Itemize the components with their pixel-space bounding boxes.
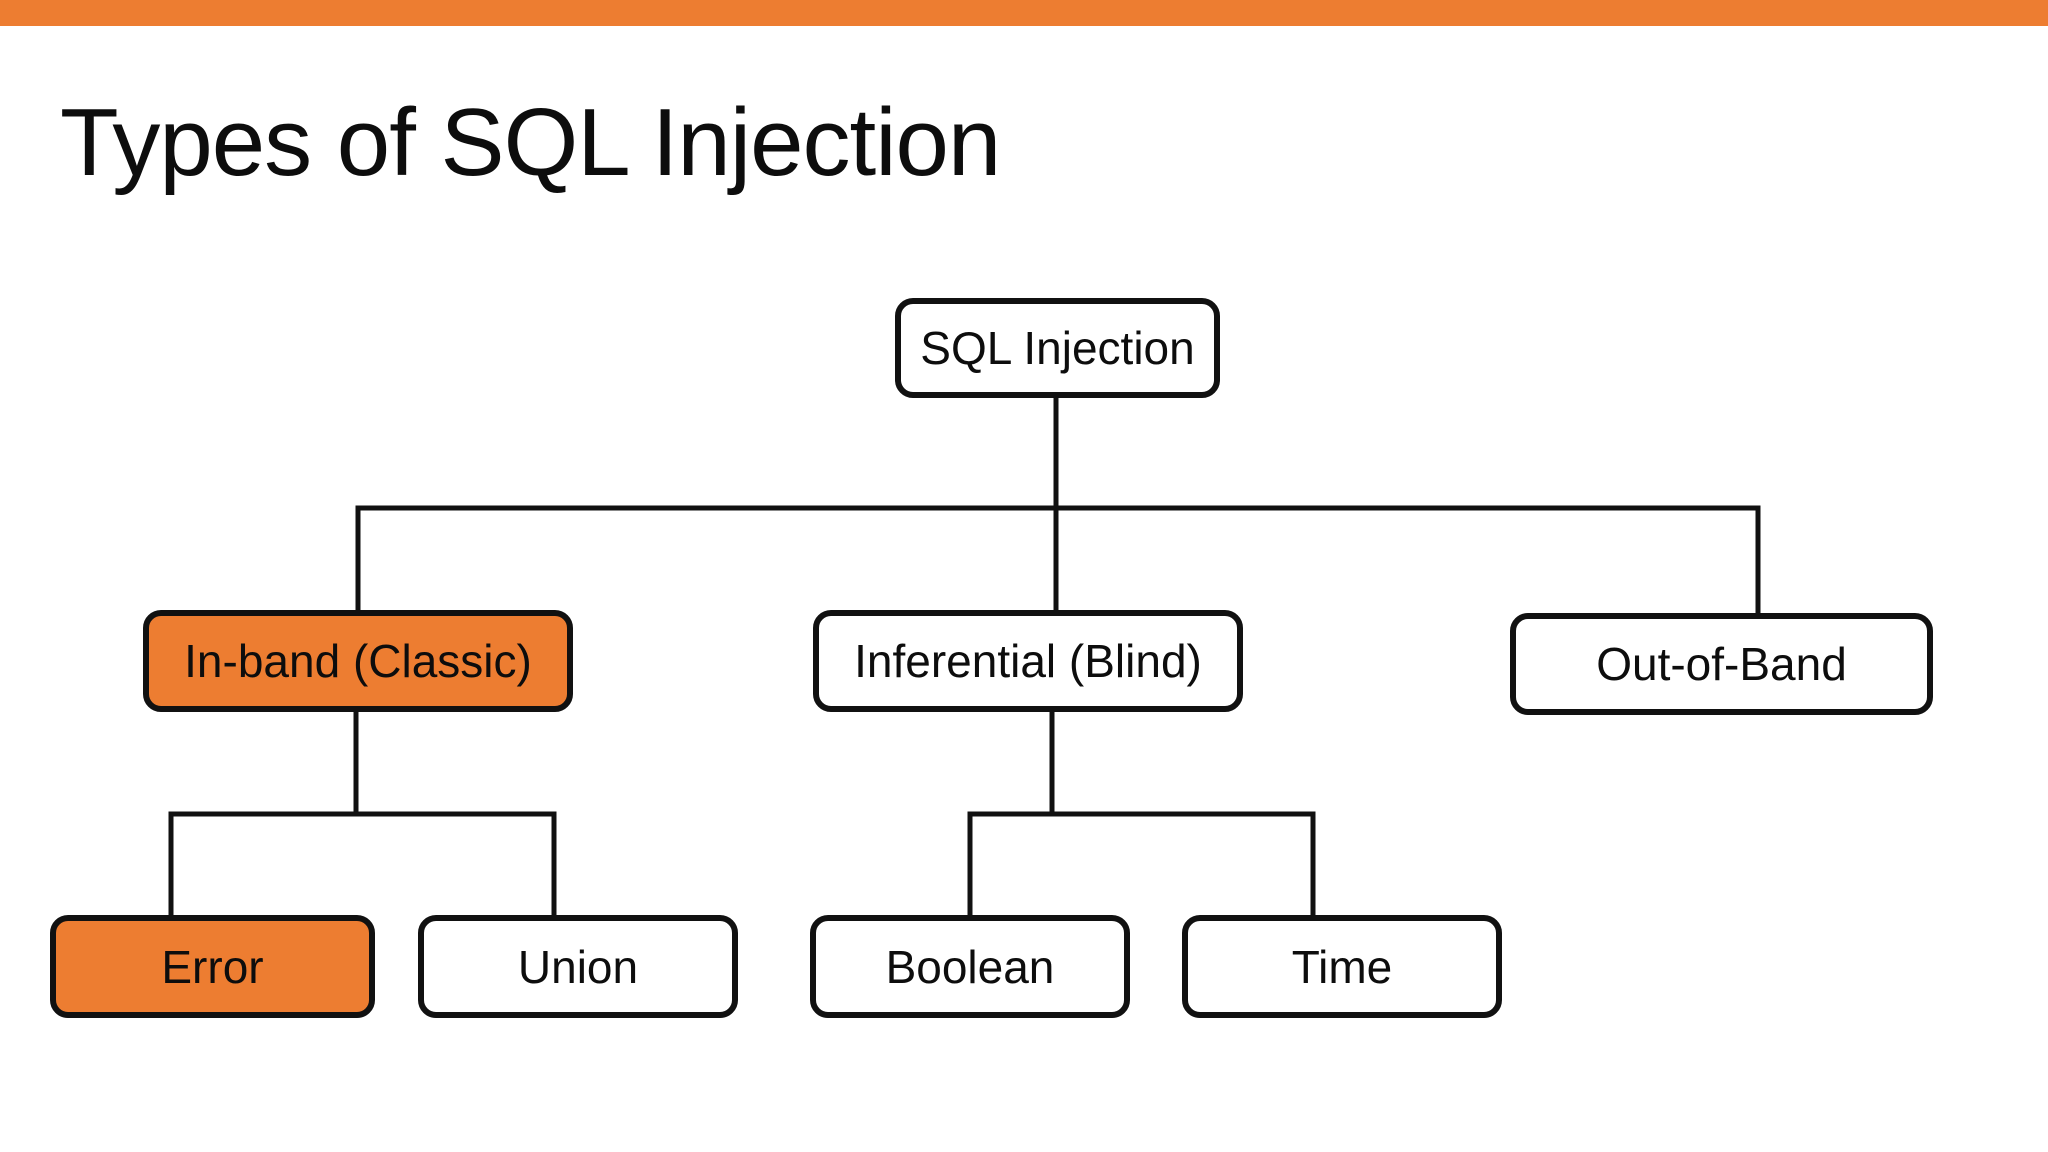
node-inferential-blind: Inferential (Blind) bbox=[813, 610, 1243, 712]
slide-title: Types of SQL Injection bbox=[60, 89, 1001, 196]
node-sql-injection-label: SQL Injection bbox=[920, 322, 1195, 374]
node-error-label: Error bbox=[161, 940, 264, 993]
node-error: Error bbox=[50, 915, 375, 1018]
node-time: Time bbox=[1182, 915, 1502, 1018]
node-union: Union bbox=[418, 915, 738, 1018]
node-sql-injection: SQL Injection bbox=[895, 298, 1220, 398]
accent-top-bar bbox=[0, 0, 2048, 26]
node-time-label: Time bbox=[1291, 940, 1393, 993]
node-union-label: Union bbox=[517, 940, 639, 993]
node-out-of-band: Out-of-Band bbox=[1510, 613, 1933, 715]
node-out-of-band-label: Out-of-Band bbox=[1596, 638, 1847, 690]
node-in-band-classic-label: In-band (Classic) bbox=[184, 635, 532, 687]
node-boolean: Boolean bbox=[810, 915, 1130, 1018]
node-boolean-label: Boolean bbox=[885, 940, 1055, 993]
node-in-band-classic: In-band (Classic) bbox=[143, 610, 573, 712]
node-inferential-blind-label: Inferential (Blind) bbox=[854, 635, 1202, 687]
